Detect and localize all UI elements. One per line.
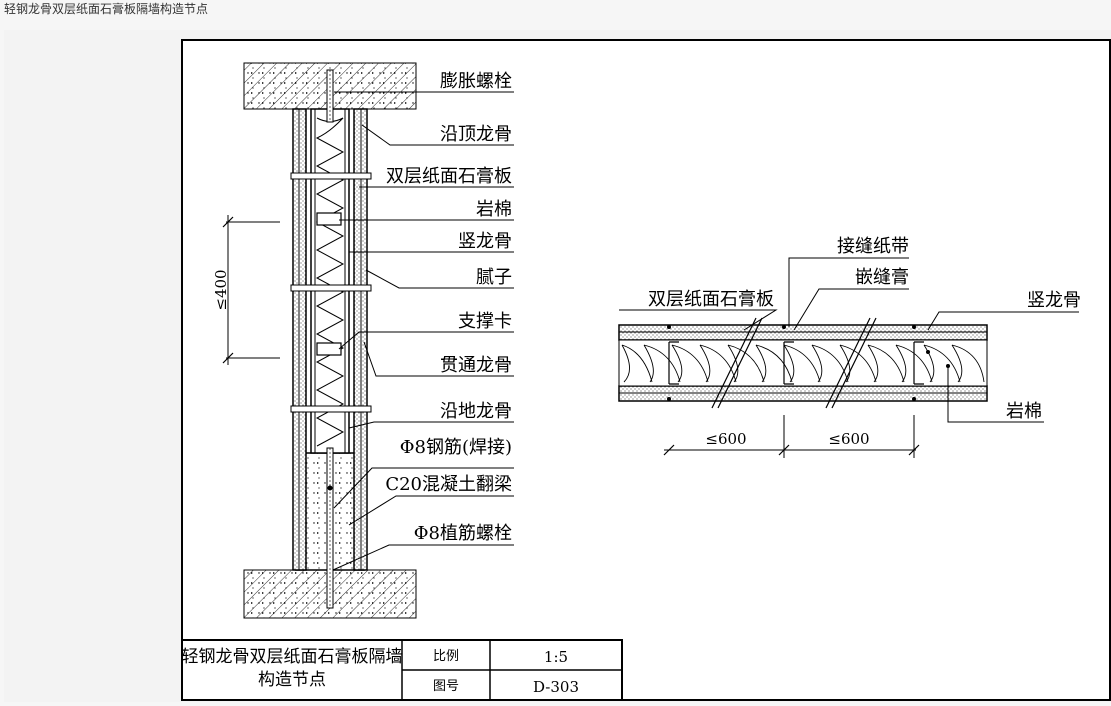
wall-plan	[618, 317, 988, 409]
label-double-gypsum-board: 双层纸面石膏板	[386, 165, 512, 187]
scale-value: 1:5	[544, 648, 568, 666]
title-block: 轻钢龙骨双层纸面石膏板隔墙 构造节点 比例 1:5 图号 D-303	[181, 639, 623, 701]
label-stud: 竖龙骨	[458, 231, 512, 252]
label-support-clip: 支撑卡	[458, 311, 512, 332]
label-floor-track: 沿地龙骨	[440, 401, 512, 422]
construction-drawing: ≤400 膨胀螺栓 沿顶龙骨 双层纸面石膏板 岩棉 竖龙骨 腻子 支撑卡 贯通龙…	[181, 39, 1111, 701]
label-through-joist: 贯通龙骨	[440, 355, 512, 376]
label-plan-stud: 竖龙骨	[1027, 290, 1081, 311]
label-top-track: 沿顶龙骨	[440, 124, 512, 145]
title-line-2: 构造节点	[258, 670, 326, 690]
plan-dimension: ≤600 ≤600	[663, 415, 920, 458]
label-joint-compound: 嵌缝膏	[855, 266, 909, 288]
section-leaders	[332, 91, 514, 571]
label-plan-rock-wool: 岩棉	[1006, 401, 1042, 422]
label-anchor-bolt: Φ8植筋螺栓	[414, 523, 512, 544]
drawing-no-label: 图号	[433, 679, 459, 694]
rock-wool-section	[315, 117, 345, 447]
plan-dim-1: ≤600	[705, 430, 746, 448]
label-rock-wool: 岩棉	[476, 199, 512, 220]
section-dim-text: ≤400	[212, 269, 230, 310]
label-joint-tape: 接缝纸带	[837, 236, 909, 257]
title-line-1: 轻钢龙骨双层纸面石膏板隔墙	[182, 646, 403, 667]
drawing-canvas: ≤400 膨胀螺栓 沿顶龙骨 双层纸面石膏板 岩棉 竖龙骨 腻子 支撑卡 贯通龙…	[4, 30, 1111, 702]
label-expansion-bolt: 膨胀螺栓	[440, 71, 512, 92]
label-rebar-weld: Φ8钢筋(焊接)	[400, 437, 512, 458]
plan-dim-2: ≤600	[828, 430, 869, 448]
image-caption: 轻钢龙骨双层纸面石膏板隔墙构造节点	[4, 2, 209, 16]
label-concrete-curb: C20混凝土翻梁	[385, 474, 512, 495]
plan-leaders	[619, 257, 1079, 423]
wall-section	[243, 62, 417, 619]
drawing-no-value: D-303	[533, 678, 579, 696]
stud-cavity	[310, 108, 350, 454]
label-plan-double-board: 双层纸面石膏板	[648, 288, 774, 310]
label-putty: 腻子	[476, 267, 512, 288]
section-dimension: ≤400	[212, 215, 280, 365]
scale-label: 比例	[433, 649, 459, 664]
